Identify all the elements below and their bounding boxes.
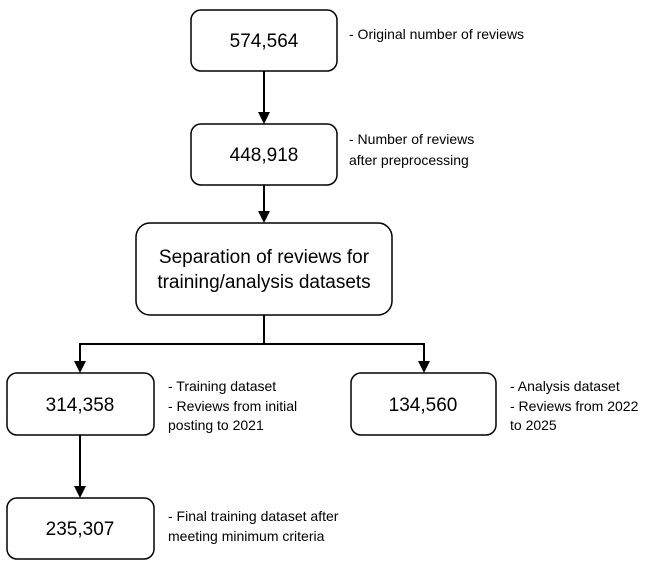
arrowhead-icon bbox=[258, 112, 270, 124]
node-separation-line-1: Separation of reviews for bbox=[159, 247, 370, 268]
node-original-note-1: - Original number of reviews bbox=[349, 26, 524, 42]
node-final-note-2: meeting minimum criteria bbox=[168, 528, 325, 544]
arrowhead-icon bbox=[258, 211, 270, 223]
node-preprocessed-value: 448,918 bbox=[230, 145, 299, 166]
node-training-note-2: - Reviews from initial bbox=[168, 398, 297, 414]
arrowhead-icon bbox=[74, 486, 86, 498]
node-analysis-value: 134,560 bbox=[389, 395, 458, 416]
node-training-note-1: - Training dataset bbox=[168, 378, 276, 394]
node-separation-line-2: training/analysis datasets bbox=[157, 272, 370, 293]
node-analysis-note-1: - Analysis dataset bbox=[510, 378, 620, 394]
node-final-value: 235,307 bbox=[46, 519, 115, 540]
node-analysis-note-2: - Reviews from 2022 bbox=[510, 398, 639, 414]
node-preprocessed-note-2: after preprocessing bbox=[349, 152, 469, 168]
node-analysis: 134,560 bbox=[350, 372, 497, 436]
connector-separation-split bbox=[74, 315, 430, 373]
node-final: 235,307 bbox=[6, 497, 155, 560]
node-separation: Separation of reviews for training/analy… bbox=[135, 222, 393, 316]
arrowhead-icon bbox=[74, 361, 86, 373]
node-preprocessed: 448,918 bbox=[190, 123, 338, 186]
node-analysis-note-3: to 2025 bbox=[510, 417, 557, 433]
node-final-note-1: - Final training dataset after bbox=[168, 508, 339, 524]
arrowhead-icon bbox=[418, 361, 430, 373]
node-training: 314,358 bbox=[6, 372, 155, 436]
node-original: 574,564 bbox=[190, 9, 338, 72]
node-original-value: 574,564 bbox=[230, 31, 299, 52]
connector-preprocessed-to-separation bbox=[258, 185, 270, 223]
node-preprocessed-note-1: - Number of reviews bbox=[349, 131, 474, 147]
node-training-note-3: posting to 2021 bbox=[168, 417, 264, 433]
connector-training-to-final bbox=[74, 435, 86, 498]
connector-original-to-preprocessed bbox=[258, 71, 270, 124]
node-training-value: 314,358 bbox=[46, 395, 115, 416]
